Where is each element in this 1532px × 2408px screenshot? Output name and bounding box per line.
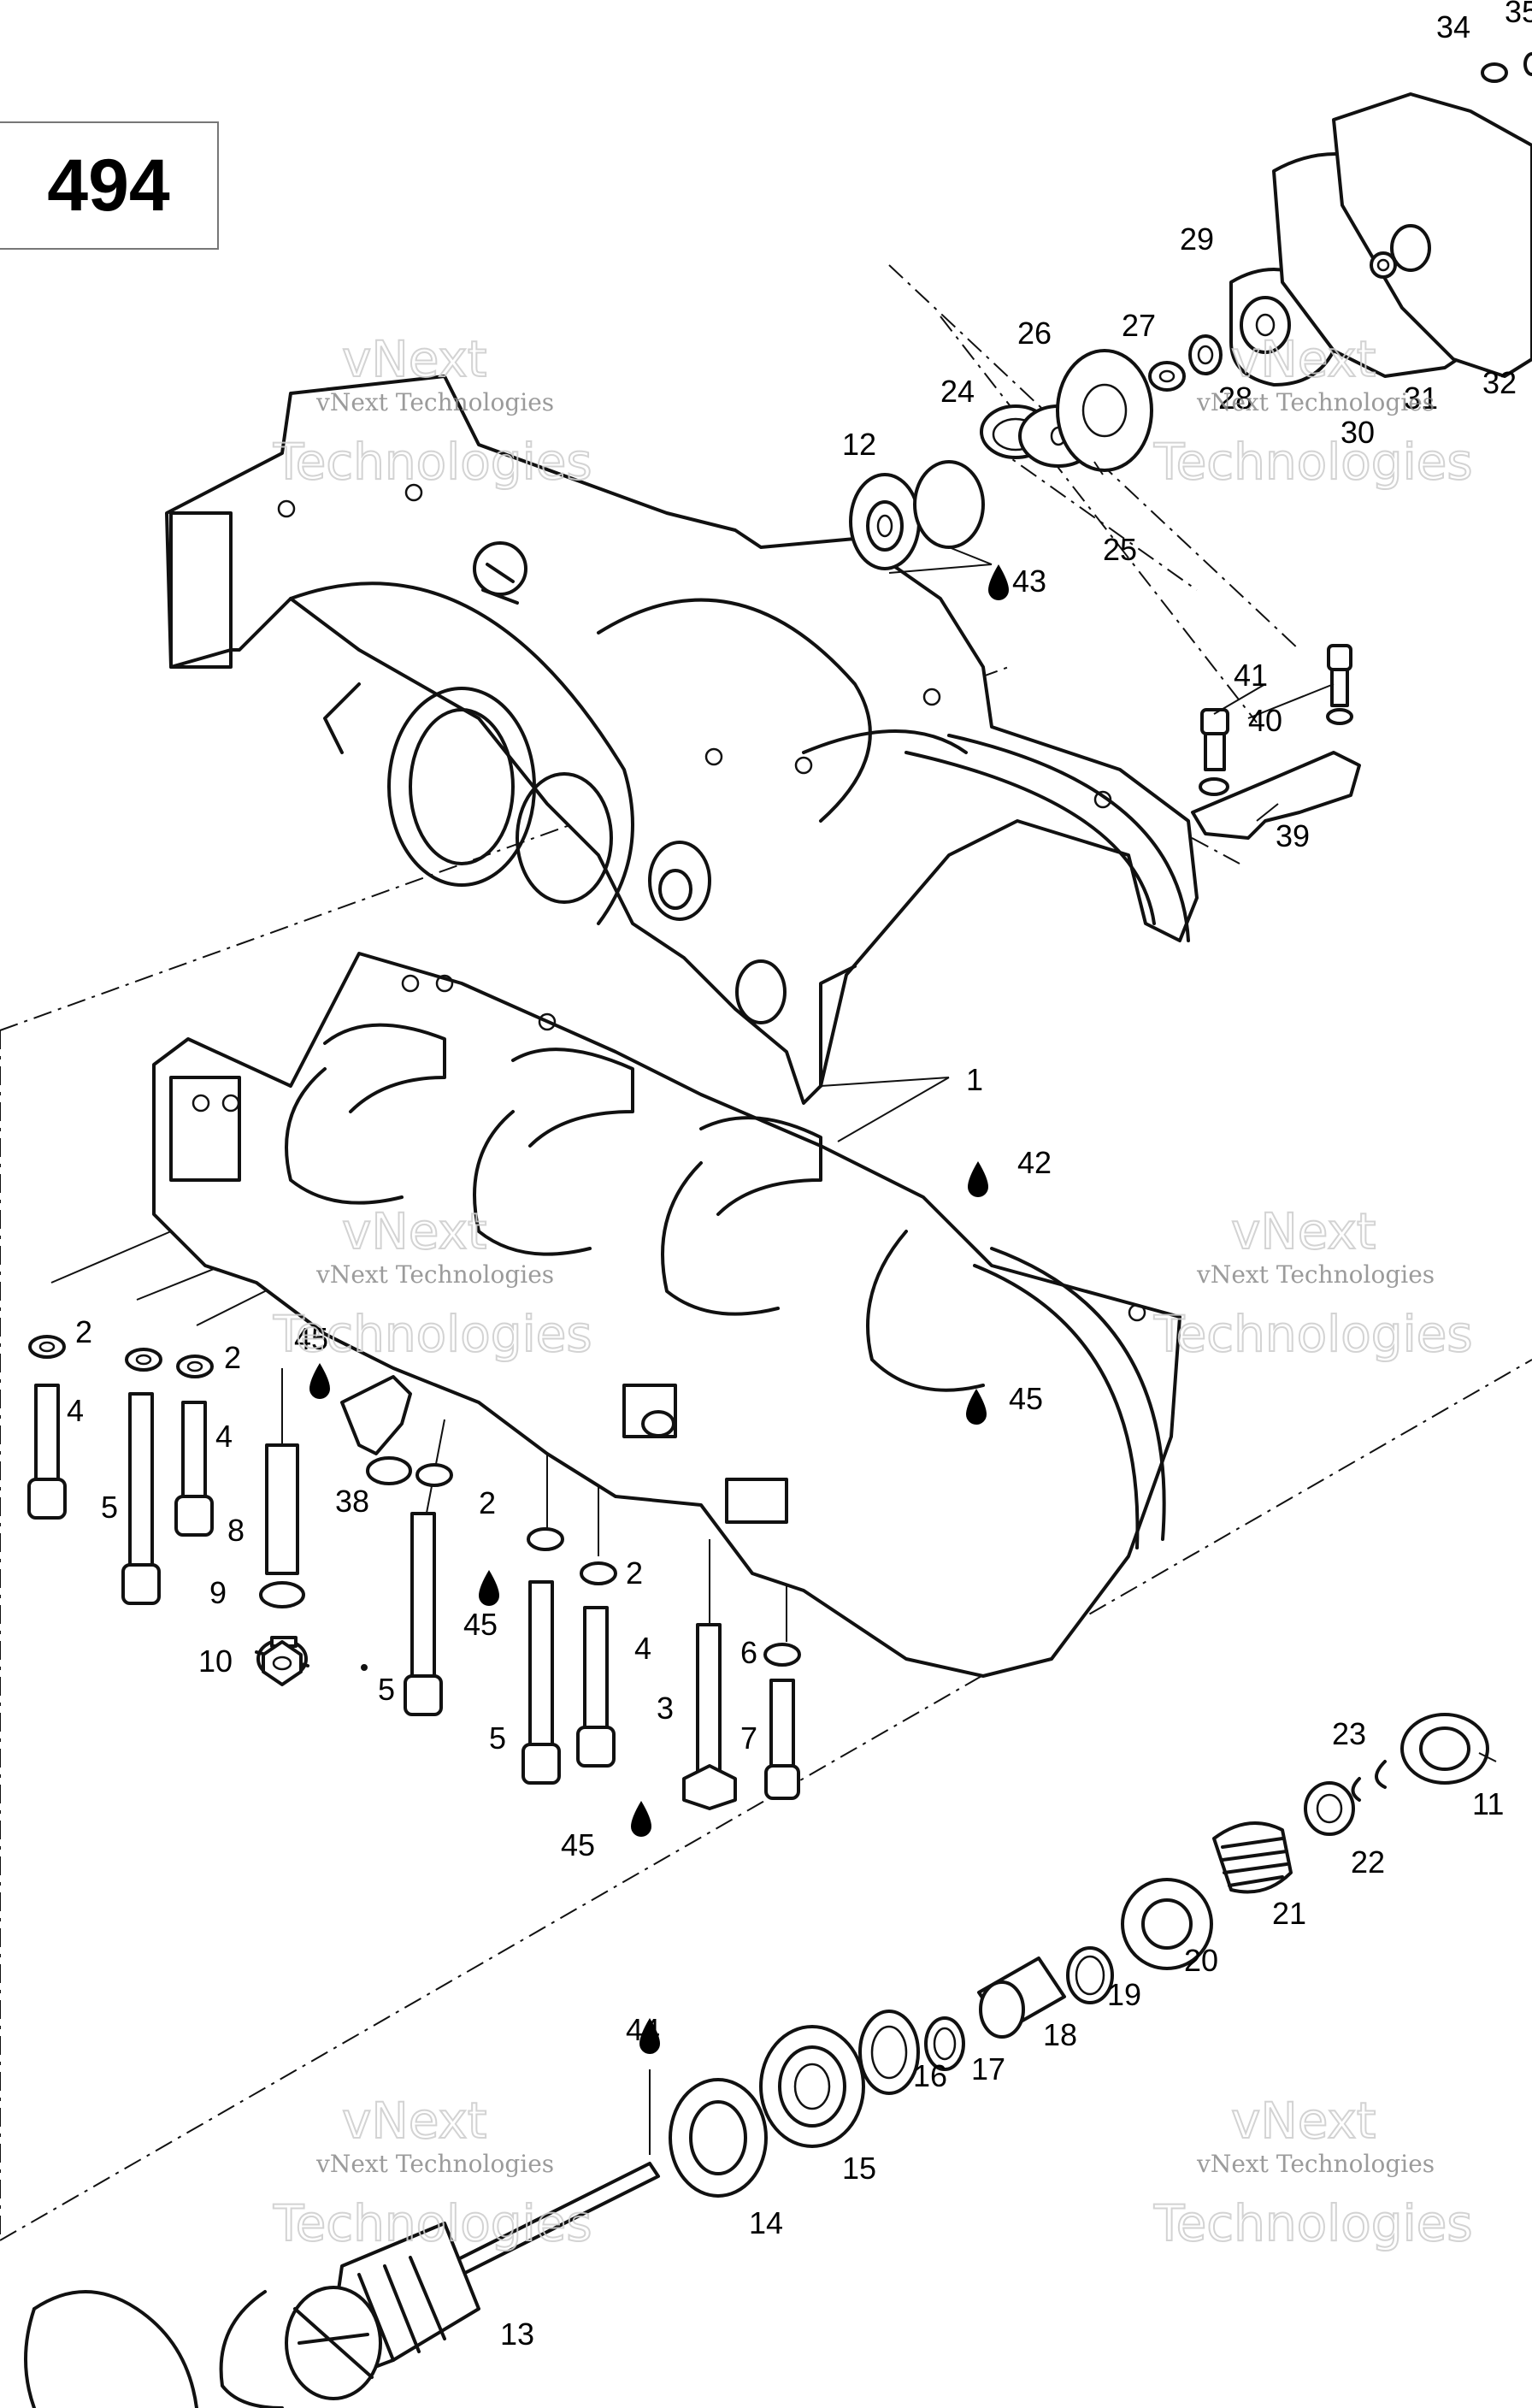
watermark-text: vNext xyxy=(1231,2092,1376,2150)
watermark-text: vNext xyxy=(1231,330,1376,388)
watermark-text: Technologies xyxy=(273,2194,592,2252)
callout-44: 44 xyxy=(626,2012,660,2047)
callout-45: 45 xyxy=(1009,1381,1043,1416)
oil-drop-icon xyxy=(966,1389,987,1425)
callout-3: 3 xyxy=(657,1691,674,1726)
callout-38: 38 xyxy=(335,1484,369,1519)
callout-28: 28 xyxy=(1218,381,1252,416)
watermark-text: vNext xyxy=(342,330,486,388)
callout-numbers: 1 2 2 2 2 3 4 4 4 5 5 5 6 7 8 9 10 11 12… xyxy=(67,0,1532,2352)
callout-25: 25 xyxy=(1103,532,1137,567)
callout-10: 10 xyxy=(198,1644,233,1679)
watermark-text: Technologies xyxy=(1153,433,1473,491)
callout-11: 11 xyxy=(1472,1786,1504,1821)
watermark-text: vNext Technologies xyxy=(1196,1260,1435,1289)
callout-29: 29 xyxy=(1180,221,1214,257)
callout-45: 45 xyxy=(294,1321,328,1356)
callout-6: 6 xyxy=(740,1635,757,1670)
watermark-text: vNext Technologies xyxy=(1196,2150,1435,2178)
callout-45: 45 xyxy=(561,1827,595,1862)
upper-crankcase xyxy=(165,375,1199,1105)
callout-41: 41 xyxy=(1234,658,1268,693)
oil-drop-icon xyxy=(479,1570,499,1606)
fasteners-left xyxy=(27,1335,801,1810)
watermark-text: Technologies xyxy=(1153,1305,1473,1363)
oil-drop-icon xyxy=(631,1801,651,1837)
callout-31: 31 xyxy=(1404,381,1438,416)
callout-17: 17 xyxy=(971,2051,1005,2086)
callout-22: 22 xyxy=(1351,1844,1385,1880)
callout-34: 34 xyxy=(1436,9,1470,44)
callout-21: 21 xyxy=(1272,1896,1306,1931)
callout-4: 4 xyxy=(215,1419,233,1454)
callout-2: 2 xyxy=(479,1485,496,1520)
callout-4: 4 xyxy=(67,1393,84,1428)
watermark-text: vNext Technologies xyxy=(315,2150,554,2178)
callout-13: 13 xyxy=(500,2317,534,2352)
callout-5: 5 xyxy=(489,1720,506,1756)
watermark-text: Technologies xyxy=(273,433,592,491)
callout-4: 4 xyxy=(634,1631,651,1666)
page-number-box: 494 xyxy=(0,121,219,250)
callout-5: 5 xyxy=(101,1490,118,1525)
callout-16: 16 xyxy=(913,2058,947,2093)
callout-8: 8 xyxy=(227,1513,245,1548)
callout-23: 23 xyxy=(1332,1716,1366,1751)
crankshaft-seal-group xyxy=(849,52,1532,570)
watermark-text: vNext xyxy=(1231,1202,1376,1260)
callout-18: 18 xyxy=(1043,2017,1077,2052)
callout-39: 39 xyxy=(1276,818,1310,853)
watermark-text: Technologies xyxy=(1153,2194,1473,2252)
bracket-group xyxy=(1191,644,1361,840)
callout-12: 12 xyxy=(842,427,876,462)
callout-30: 30 xyxy=(1340,415,1375,450)
callout-2: 2 xyxy=(626,1555,643,1591)
watermark-text: vNext Technologies xyxy=(315,1260,554,1289)
callout-2: 2 xyxy=(224,1340,241,1375)
callout-40: 40 xyxy=(1248,703,1282,738)
callout-27: 27 xyxy=(1122,308,1156,343)
callout-26: 26 xyxy=(1017,316,1052,351)
oil-drop-icon xyxy=(309,1363,330,1399)
watermarks: vNext vNext Technologies Technologies vN… xyxy=(272,329,1474,2253)
page-number: 494 xyxy=(47,144,170,227)
callout-24: 24 xyxy=(940,374,975,409)
callout-32: 32 xyxy=(1482,365,1517,400)
callout-19: 19 xyxy=(1107,1977,1141,2012)
callout-1: 1 xyxy=(966,1062,983,1097)
callout-15: 15 xyxy=(842,2151,876,2186)
watermark-text: vNext xyxy=(342,1202,486,1260)
oil-drop-icon xyxy=(639,2018,660,2054)
oil-drop-icon xyxy=(968,1161,988,1197)
callout-2: 2 xyxy=(75,1314,92,1349)
watermark-text: vNext Technologies xyxy=(1196,388,1435,416)
callout-9: 9 xyxy=(209,1575,227,1610)
callout-leaders xyxy=(649,461,1497,2155)
callout-7: 7 xyxy=(740,1720,757,1756)
callout-14: 14 xyxy=(749,2205,783,2240)
callout-42: 42 xyxy=(1017,1145,1052,1180)
callout-43: 43 xyxy=(1012,564,1046,599)
watermark-text: Technologies xyxy=(273,1305,592,1363)
drive-shaft-group xyxy=(24,1713,1489,2408)
lubricant-drops xyxy=(309,564,1009,2054)
callout-5: 5 xyxy=(378,1672,395,1707)
callout-45: 45 xyxy=(463,1607,498,1642)
callout-20: 20 xyxy=(1184,1943,1218,1978)
callout-35: 35 xyxy=(1505,0,1532,29)
lower-crankcase xyxy=(152,952,1181,1678)
watermark-text: vNext Technologies xyxy=(315,388,554,416)
watermark-text: vNext xyxy=(342,2092,486,2150)
oil-drop-icon xyxy=(988,564,1009,600)
